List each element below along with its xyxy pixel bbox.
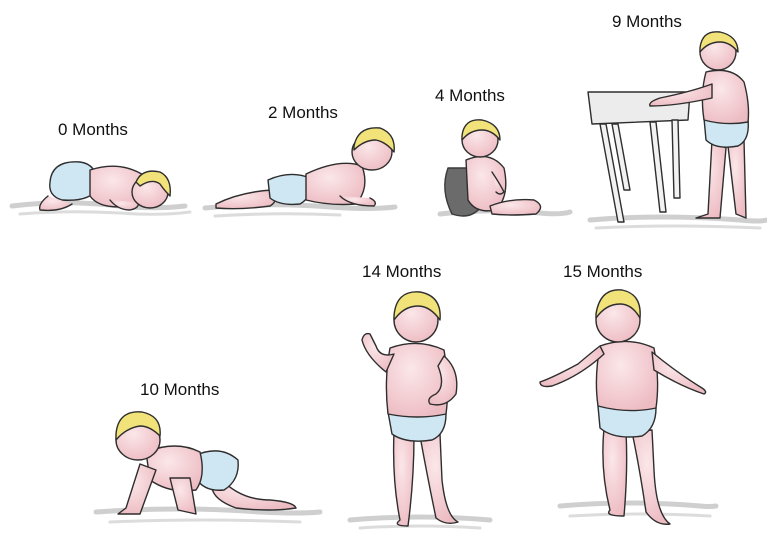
- baby-15-months: [540, 290, 716, 524]
- baby-9-months: [588, 32, 767, 228]
- baby-10-months: [96, 412, 320, 522]
- baby-4-months: [440, 120, 570, 216]
- baby-14-months: [350, 292, 490, 528]
- baby-2-months: [205, 128, 395, 216]
- diaper: [268, 174, 311, 204]
- baby-0-months: [12, 162, 190, 214]
